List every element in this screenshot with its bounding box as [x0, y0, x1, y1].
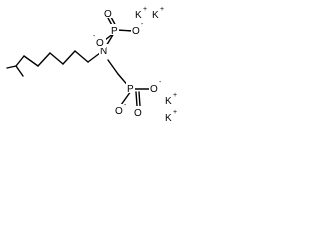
- p-lower-mask: [126, 82, 135, 93]
- alkyl-chain: [6, 50, 89, 77]
- potassium-label-1: K: [135, 10, 142, 21]
- structural-formula: N P O O - O - P O - O - O K + K + K + K …: [6, 6, 177, 124]
- bond: [49, 52, 64, 65]
- phosphorus-label-lower: P: [127, 84, 134, 95]
- backbone-bonds: [87, 16, 152, 107]
- bond: [116, 29, 134, 32]
- phosphorus-label-upper: P: [111, 26, 118, 37]
- bond: [74, 50, 89, 63]
- charge-plus-1: +: [143, 6, 147, 13]
- bond: [15, 55, 25, 67]
- bond: [87, 52, 101, 63]
- bond: [23, 55, 39, 67]
- bond: [120, 90, 132, 106]
- o-upper-top-mask: [103, 7, 113, 18]
- oxygen-label-lower-left: O: [115, 106, 123, 117]
- potassium-label-3: K: [165, 96, 172, 107]
- bond: [135, 91, 138, 107]
- n-label-mask: [99, 44, 109, 56]
- potassium-label-2: K: [152, 10, 159, 21]
- potassium-label-4: K: [165, 113, 172, 124]
- o-lower-left-mask: [115, 104, 125, 115]
- charge-minus-upper-left: -: [93, 33, 96, 40]
- oxygen-label-upper-double: O: [104, 9, 112, 20]
- o-upper-right-mask: [131, 24, 141, 35]
- oxygen-label-upper-right: O: [132, 26, 140, 37]
- bond: [6, 65, 17, 69]
- bond: [107, 59, 119, 75]
- oxygen-label-lower-right: O: [150, 84, 158, 95]
- p-upper-mask: [110, 24, 119, 35]
- nitrogen-label: N: [100, 46, 107, 57]
- o-upper-left-mask: [96, 37, 106, 48]
- charge-minus-upper-right: -: [141, 21, 144, 28]
- bond: [15, 65, 24, 77]
- bond: [62, 50, 76, 65]
- charge-minus-lower-left: -: [124, 102, 127, 109]
- charge-plus-3: +: [173, 92, 177, 99]
- o-lower-bottom-mask: [133, 106, 143, 117]
- charge-plus-2: +: [160, 6, 164, 13]
- bond: [37, 52, 51, 67]
- charge-minus-lower-right: -: [159, 79, 162, 86]
- oxygen-label-upper-left: O: [96, 38, 104, 49]
- charge-plus-4: +: [173, 109, 177, 116]
- o-lower-right-mask: [149, 82, 159, 93]
- bond: [138, 91, 141, 107]
- oxygen-label-lower-double: O: [134, 108, 142, 119]
